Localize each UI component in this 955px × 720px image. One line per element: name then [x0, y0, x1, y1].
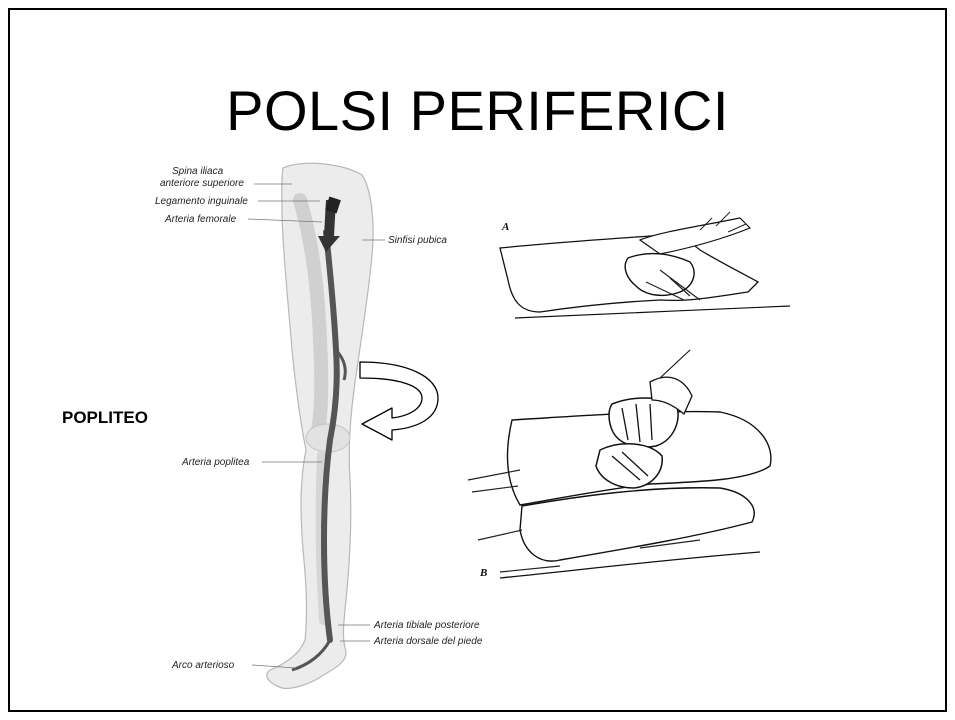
figure-b-sleeve-line [660, 350, 690, 378]
figure-b-popliteal-palpation: B [468, 350, 771, 579]
label-arteria-femorale: Arteria femorale [164, 214, 237, 225]
curved-arrow-shape [360, 362, 438, 440]
label-anteriore-superiore: anteriore superiore [160, 178, 244, 189]
label-arteria-dorsale-del-piede: Arteria dorsale del piede [373, 636, 483, 647]
figure-b-letter: B [479, 567, 487, 579]
figure-a-hands-palpation: A [500, 212, 790, 318]
label-sinfisi-pubica: Sinfisi pubica [388, 235, 447, 246]
label-legamento-inguinale: Legamento inguinale [155, 196, 248, 207]
label-arteria-poplitea: Arteria poplitea [181, 457, 250, 468]
leg-anatomy-illustration: Spina iliaca anteriore superiore Legamen… [155, 163, 483, 688]
figure-a-letter: A [501, 221, 509, 233]
curved-arrow [360, 362, 438, 440]
label-arteria-tibiale-posteriore: Arteria tibiale posteriore [373, 620, 480, 631]
label-spina-iliaca: Spina iliaca [172, 166, 224, 177]
figure-b-upper-hand [609, 398, 678, 447]
label-arco-arterioso: Arco arterioso [171, 660, 235, 671]
